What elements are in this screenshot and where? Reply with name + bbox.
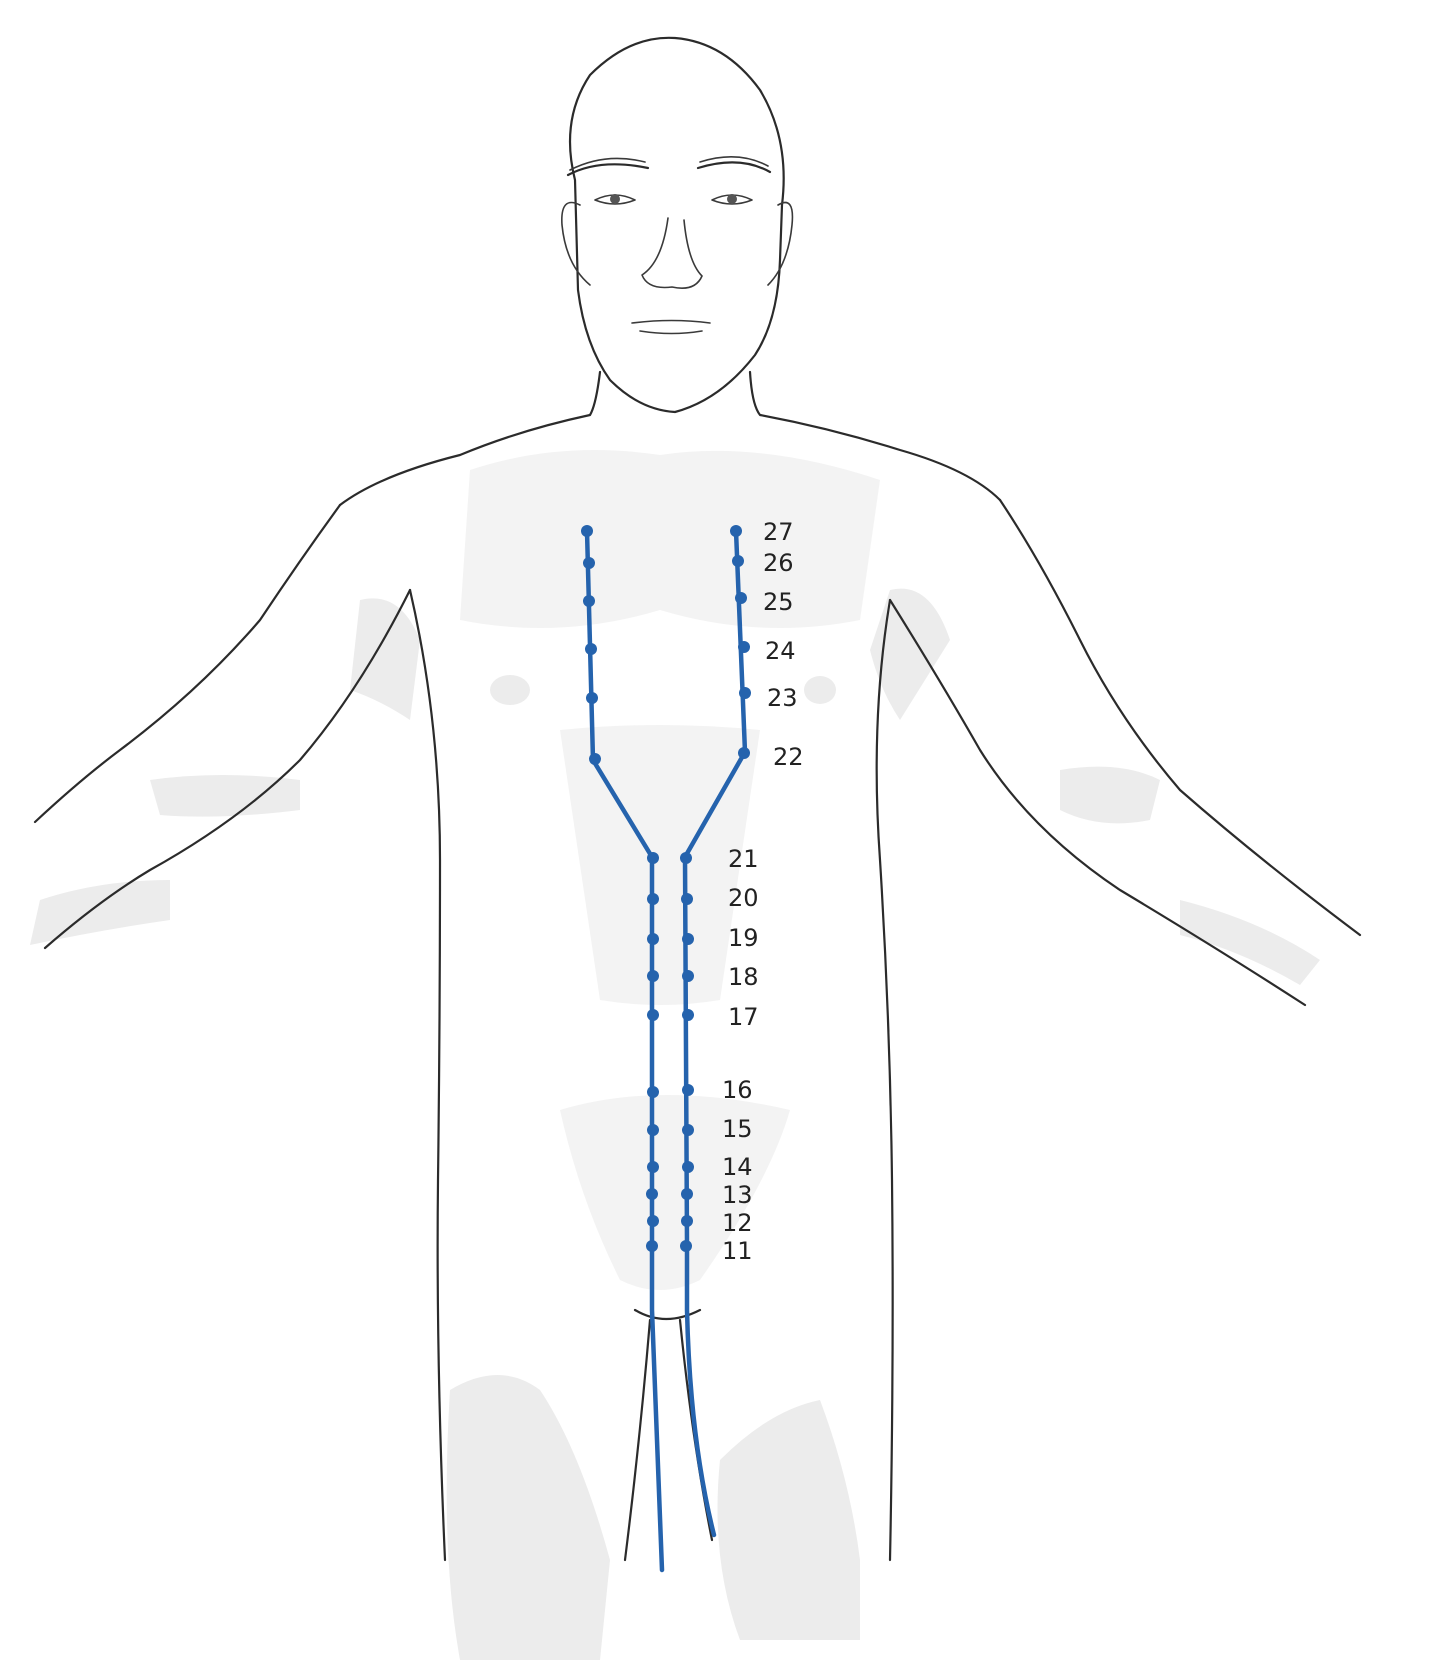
point-label-16: 16 [722,1076,753,1104]
right-point-18 [682,970,694,982]
meridian-channel [587,531,745,1570]
right-point-25 [735,592,747,604]
point-label-13: 13 [722,1181,753,1209]
left-point-23 [586,692,598,704]
point-label-17: 17 [728,1003,759,1031]
point-label-12: 12 [722,1209,753,1237]
left-point-22 [589,753,601,765]
left-point-26 [583,557,595,569]
right-point-14 [682,1161,694,1173]
head [562,38,793,412]
right-point-26 [732,555,744,567]
right-point-24 [738,641,750,653]
right-side [877,600,893,1560]
right-point-27 [730,525,742,537]
left-point-13 [646,1188,658,1200]
left-point-14 [647,1161,659,1173]
left-side [410,590,445,1560]
point-label-15: 15 [722,1115,753,1143]
left-arm-upper-edge [35,505,340,822]
right-point-22 [738,747,750,759]
right-point-20 [681,893,693,905]
right-point-23 [739,687,751,699]
inner-leg-left [625,1320,650,1560]
point-label-21: 21 [728,845,759,873]
right-point-16 [682,1084,694,1096]
point-label-26: 26 [763,549,794,577]
right-point-11 [680,1240,692,1252]
point-label-14: 14 [722,1153,753,1181]
left-point-11 [646,1240,658,1252]
right-point-17 [682,1009,694,1021]
point-label-25: 25 [763,588,794,616]
left-point-21 [647,852,659,864]
right-point-21 [680,852,692,864]
head-outline [570,38,784,412]
left-channel-line [587,531,662,1570]
body-shading [30,450,1320,1660]
right-point-19 [682,933,694,945]
point-label-22: 22 [773,743,804,771]
point-label-23: 23 [767,684,798,712]
point-label-19: 19 [728,924,759,952]
right-channel-line [685,531,745,1535]
left-point-16 [647,1086,659,1098]
nose [642,218,702,288]
mouth [632,321,710,324]
left-point-17 [647,1009,659,1021]
right-eyebrow [698,162,770,172]
point-label-20: 20 [728,884,759,912]
left-point-15 [647,1124,659,1136]
right-arm-upper-edge [1000,500,1360,935]
left-point-25 [583,595,595,607]
right-point-12 [681,1215,693,1227]
left-point-24 [585,643,597,655]
right-point-15 [682,1124,694,1136]
point-label-18: 18 [728,963,759,991]
point-label-27: 27 [763,518,794,546]
point-label-11: 11 [722,1237,753,1265]
groin-curve [635,1310,700,1319]
left-point-18 [647,970,659,982]
left-point-20 [647,893,659,905]
point-label-24: 24 [765,637,796,665]
left-point-27 [581,525,593,537]
right-point-13 [681,1188,693,1200]
left-point-12 [647,1215,659,1227]
left-point-19 [647,933,659,945]
